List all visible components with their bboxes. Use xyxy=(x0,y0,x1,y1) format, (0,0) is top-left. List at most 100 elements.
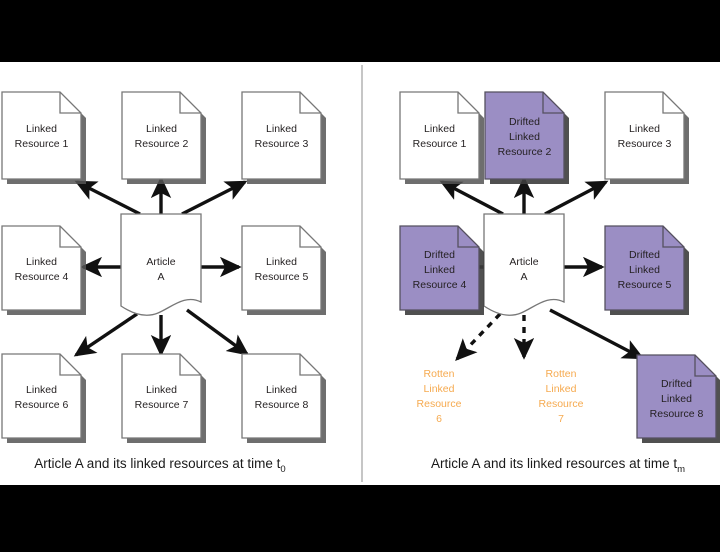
doc-node-lr1[interactable]: Linked Resource 1 xyxy=(1,91,86,184)
arrow-to-r6-dashed xyxy=(455,312,502,361)
doc-label-line2: Linked xyxy=(424,264,455,276)
center-node-shape xyxy=(483,213,565,316)
doc-label-line1: Linked xyxy=(266,123,297,135)
rotten-label-line1: Rotten xyxy=(424,368,455,380)
doc-label-line2: Linked xyxy=(629,264,660,276)
doc-label-line3: Resource 4 xyxy=(413,279,467,291)
doc-shape xyxy=(241,225,322,311)
center-node-shape xyxy=(120,213,202,316)
doc-fold-icon xyxy=(662,92,684,114)
doc-fold-icon xyxy=(694,355,716,377)
doc-label-line3: Resource 8 xyxy=(650,408,704,420)
doc-fold-icon xyxy=(457,226,479,248)
doc-fold-icon xyxy=(59,354,81,376)
center-node-line1: Article xyxy=(146,256,175,268)
center-node-article-a-left[interactable]: Article A xyxy=(120,213,202,316)
doc-label-line3: Resource 2 xyxy=(498,146,552,158)
doc-node-lr8[interactable]: Linked Resource 8 xyxy=(241,353,326,443)
left-panel-caption: Article A and its linked resources at ti… xyxy=(34,456,285,475)
diagram-canvas: Article A Linked Resource 1 Linked xyxy=(1,65,720,482)
doc-label-line1: Linked xyxy=(266,256,297,268)
doc-node-lr2[interactable]: Linked Resource 2 xyxy=(121,91,206,184)
doc-label-line2: Resource 1 xyxy=(413,138,467,150)
doc-label-line1: Linked xyxy=(424,123,455,135)
arrow-to-r8 xyxy=(549,308,645,360)
doc-label-line2: Resource 6 xyxy=(15,399,69,411)
doc-fold-icon xyxy=(542,92,564,114)
doc-label-line2: Resource 1 xyxy=(15,138,69,150)
doc-label-line1: Linked xyxy=(26,123,57,135)
caption-main-text: Article A and its linked resources at ti… xyxy=(431,456,677,471)
doc-node-r1[interactable]: Linked Resource 1 xyxy=(399,91,484,184)
doc-node-lr7[interactable]: Linked Resource 7 xyxy=(121,353,206,443)
doc-fold-icon xyxy=(59,226,81,248)
doc-fold-icon xyxy=(299,226,321,248)
doc-fold-icon xyxy=(299,92,321,114)
doc-fold-icon xyxy=(179,92,201,114)
doc-label-line1: Linked xyxy=(266,384,297,396)
rotten-label-line1: Rotten xyxy=(546,368,577,380)
doc-label-line3: Resource 5 xyxy=(618,279,672,291)
doc-node-lr3[interactable]: Linked Resource 3 xyxy=(241,91,326,184)
doc-node-lr6[interactable]: Linked Resource 6 xyxy=(1,353,86,443)
doc-node-r8[interactable]: Drifted Linked Resource 8 xyxy=(636,354,720,443)
doc-node-r5[interactable]: Drifted Linked Resource 5 xyxy=(604,225,689,315)
rotten-label-line3: Resource xyxy=(539,398,584,410)
left-panel-arrows xyxy=(73,176,250,357)
doc-node-r2[interactable]: Drifted Linked Resource 2 xyxy=(484,91,569,184)
doc-label-line2: Resource 7 xyxy=(135,399,189,411)
doc-fold-icon xyxy=(59,92,81,114)
doc-node-r3[interactable]: Linked Resource 3 xyxy=(604,91,689,184)
doc-shape xyxy=(1,91,82,180)
doc-label-line1: Linked xyxy=(26,256,57,268)
doc-label-line1: Drifted xyxy=(629,249,660,261)
doc-label-line2: Resource 3 xyxy=(618,138,672,150)
doc-node-r4[interactable]: Drifted Linked Resource 4 xyxy=(399,225,484,315)
doc-shape xyxy=(399,91,480,180)
left-panel: Article A Linked Resource 1 Linked xyxy=(1,91,326,475)
doc-label-line2: Resource 5 xyxy=(255,271,309,283)
arrow-to-lr6 xyxy=(73,312,138,357)
caption-subscript: m xyxy=(677,464,685,475)
center-node-line1: Article xyxy=(509,256,538,268)
doc-shape xyxy=(121,353,202,439)
right-panel-caption: Article A and its linked resources at ti… xyxy=(431,456,685,475)
doc-shape xyxy=(484,91,565,180)
doc-shape xyxy=(121,91,202,180)
arrow-to-r1 xyxy=(439,180,504,216)
doc-label-line2: Linked xyxy=(661,393,692,405)
doc-fold-icon xyxy=(662,226,684,248)
doc-label-line1: Linked xyxy=(629,123,660,135)
doc-fold-icon xyxy=(457,92,479,114)
rotten-label-line2: Linked xyxy=(546,383,577,395)
center-node-line2: A xyxy=(157,271,164,283)
caption-main-text: Article A and its linked resources at ti… xyxy=(34,456,280,471)
doc-node-lr5[interactable]: Linked Resource 5 xyxy=(241,225,326,315)
doc-shape xyxy=(1,353,82,439)
doc-node-lr4[interactable]: Linked Resource 4 xyxy=(1,225,86,315)
rotten-node-r7[interactable]: Rotten Linked Resource 7 xyxy=(539,368,584,425)
arrow-to-r3 xyxy=(544,180,609,216)
center-node-line2: A xyxy=(520,271,527,283)
doc-fold-icon xyxy=(299,354,321,376)
doc-label-line1: Linked xyxy=(146,384,177,396)
svg-text:Article A and its linked resou: Article A and its linked resources at ti… xyxy=(34,456,285,475)
doc-label-line1: Drifted xyxy=(509,116,540,128)
doc-shape xyxy=(241,91,322,180)
doc-label-line2: Linked xyxy=(509,131,540,143)
arrow-to-lr1 xyxy=(74,180,141,216)
rotten-label-line4: 6 xyxy=(436,413,442,425)
rotten-label-line2: Linked xyxy=(424,383,455,395)
rotten-node-r6[interactable]: Rotten Linked Resource 6 xyxy=(417,368,462,425)
doc-label-line1: Linked xyxy=(146,123,177,135)
rotten-label-line3: Resource xyxy=(417,398,462,410)
right-panel: Article A Linked Resource 1 Drifted xyxy=(399,91,720,475)
rotten-label-line4: 7 xyxy=(558,413,564,425)
doc-shape xyxy=(241,353,322,439)
doc-label-line1: Linked xyxy=(26,384,57,396)
doc-shape xyxy=(1,225,82,311)
center-node-article-a-right[interactable]: Article A xyxy=(483,213,565,316)
doc-label-line2: Resource 4 xyxy=(15,271,69,283)
doc-shape xyxy=(604,91,685,180)
